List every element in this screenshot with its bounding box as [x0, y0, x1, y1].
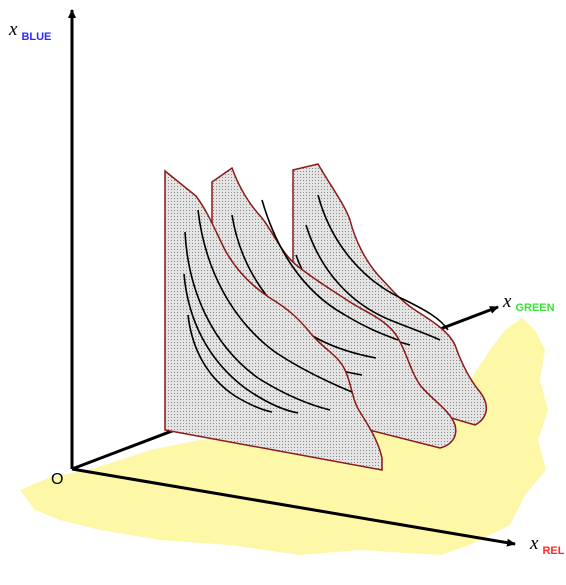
- panel-2-curve-1: [261, 199, 399, 341]
- panel-1-curve-1: [197, 209, 353, 393]
- green-axis-label: x GREEN: [502, 291, 555, 314]
- panel-1-curve-2: [184, 231, 331, 411]
- red-axis: [71, 467, 516, 547]
- blue-axis-label: x BLUE: [8, 19, 51, 43]
- origin-label: O: [51, 471, 63, 488]
- panel-3-curve-1: [317, 194, 449, 331]
- panel-3-curve-2: [305, 224, 441, 341]
- panel-1: [164, 169, 383, 471]
- panel-1-curve-4: [187, 314, 273, 413]
- red-axis-label: x REL: [529, 533, 565, 557]
- panel-1-curve-3: [183, 273, 299, 414]
